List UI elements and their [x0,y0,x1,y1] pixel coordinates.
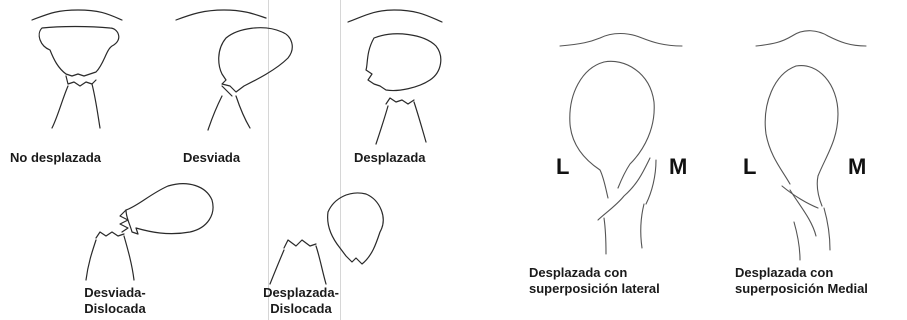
label-desviada: Desviada [183,150,240,166]
fracture-line [96,232,124,238]
label-desviada-dislocada: Desviada- Dislocada [50,285,180,317]
radial-head-outline [126,184,213,234]
radial-head-outline [570,62,608,198]
acromion-outline [176,10,266,20]
label-line: superposición Medial [735,281,868,297]
label-line: Desplazada con [529,265,660,281]
radial-shaft-right [414,102,426,142]
panel-desviada-drawing [176,10,292,130]
radial-head-outline [219,28,293,92]
radial-shaft-left [604,218,606,254]
label-superposicion-lateral: Desplazada con superposición lateral [529,265,660,297]
radial-head-outline [366,34,441,91]
label-line: Desplazada con [735,265,868,281]
radial-shaft-right [236,96,250,128]
fracture-line [222,86,232,96]
label-line: Dislocada [236,301,366,317]
radial-head-outline [39,27,119,77]
fracture-line [386,98,414,104]
fracture-line [284,240,316,248]
acromion-outline [32,10,122,20]
acromion-outline [560,34,682,47]
panel-desviada-dislocada-drawing [86,184,213,280]
radial-head-outline [765,66,796,184]
label-superposicion-medial: Desplazada con superposición Medial [735,265,868,297]
panel-no-desplazada-drawing [32,10,122,128]
letter-l: L [743,155,756,179]
radial-shaft-right [641,204,644,248]
radial-shaft-left [208,96,222,130]
panel-superposicion-lateral-drawing [560,34,682,255]
radial-shaft-left [270,250,284,284]
radial-shaft-right [316,246,326,284]
radial-shaft-left [794,222,800,260]
letter-l: L [556,155,569,179]
acromion-outline [348,10,442,22]
radial-head-outline [796,66,838,206]
label-line: Desplazada- [236,285,366,301]
label-desplazada-dislocada: Desplazada- Dislocada [236,285,366,317]
panel-superposicion-medial-drawing [756,31,866,260]
radial-head-outline [328,193,384,264]
fracture-line [66,76,96,86]
letter-m: M [669,155,687,179]
label-no-desplazada: No desplazada [10,150,101,166]
label-desplazada: Desplazada [354,150,426,166]
label-line: superposición lateral [529,281,660,297]
radial-shaft-right [824,208,830,250]
radial-shaft-left [52,86,68,128]
fracture-line [790,190,816,236]
radial-shaft-left [376,106,388,144]
label-line: Desviada- [50,285,180,301]
fracture-line [646,160,656,204]
radial-shaft-right [124,236,134,280]
letter-m: M [848,155,866,179]
panel-desplazada-drawing [348,10,442,144]
panel-desplazada-dislocada-drawing [270,193,383,284]
radial-shaft-right [92,84,100,128]
radial-shaft-left [86,240,96,280]
acromion-outline [756,31,866,46]
label-line: Dislocada [50,301,180,317]
radial-head-outline [604,61,654,188]
